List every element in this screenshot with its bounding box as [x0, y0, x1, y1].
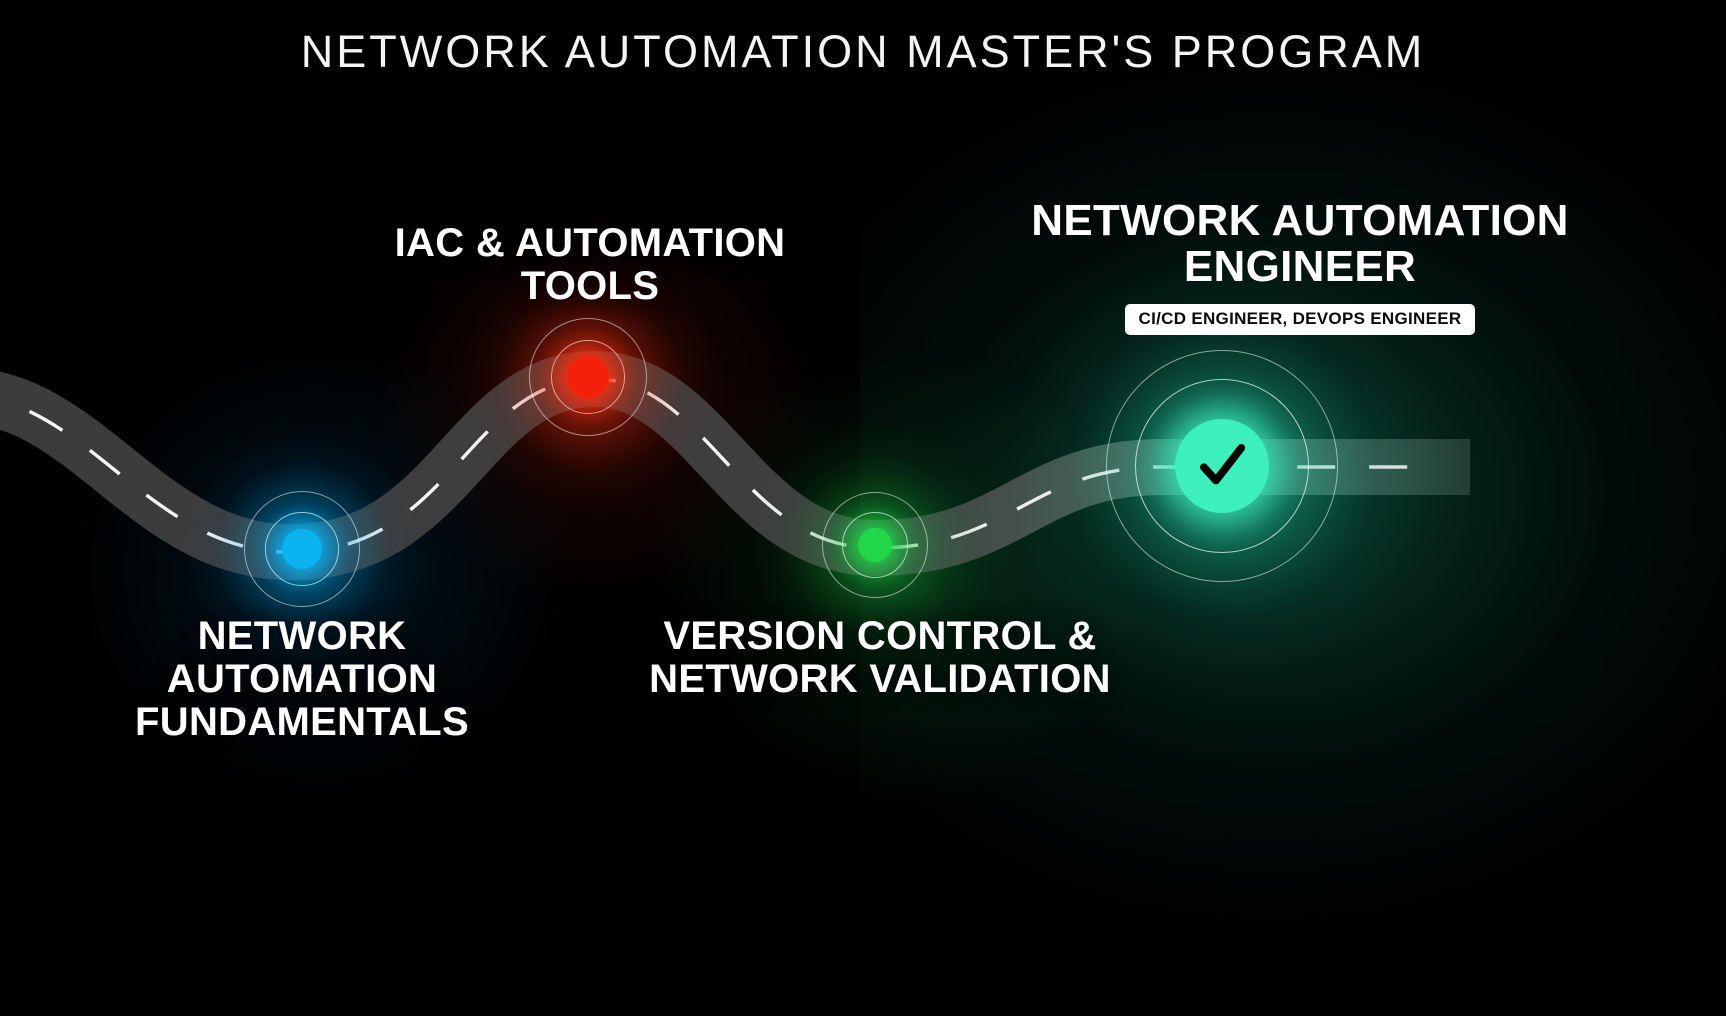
node-core — [567, 356, 609, 398]
outcome-role-badge: CI/CD ENGINEER, DEVOPS ENGINEER — [1124, 304, 1476, 336]
node-outer-ring — [822, 492, 928, 598]
node-inner-ring — [842, 512, 908, 578]
node-outer-ring — [1106, 350, 1338, 582]
check-icon — [1200, 444, 1246, 485]
node-inner-ring — [265, 512, 339, 586]
outcome-block: NETWORK AUTOMATION ENGINEER CI/CD ENGINE… — [1000, 196, 1600, 336]
milestone-label-fundamentals: NETWORK AUTOMATION FUNDAMENTALS — [135, 614, 469, 744]
milestone-label-version-control: VERSION CONTROL & NETWORK VALIDATION — [649, 614, 1111, 701]
node-inner-ring — [551, 340, 625, 414]
node-inner-ring — [1135, 379, 1309, 553]
node-core — [858, 528, 892, 562]
node-outer-ring — [529, 318, 647, 436]
node-outer-ring — [244, 491, 360, 607]
milestone-label-iac-tools: IAC & AUTOMATION TOOLS — [394, 221, 786, 308]
outcome-title: NETWORK AUTOMATION ENGINEER — [1031, 196, 1569, 292]
node-core — [1175, 419, 1269, 513]
node-core — [282, 529, 322, 569]
page-title: NETWORK AUTOMATION MASTER'S PROGRAM — [300, 26, 1426, 77]
